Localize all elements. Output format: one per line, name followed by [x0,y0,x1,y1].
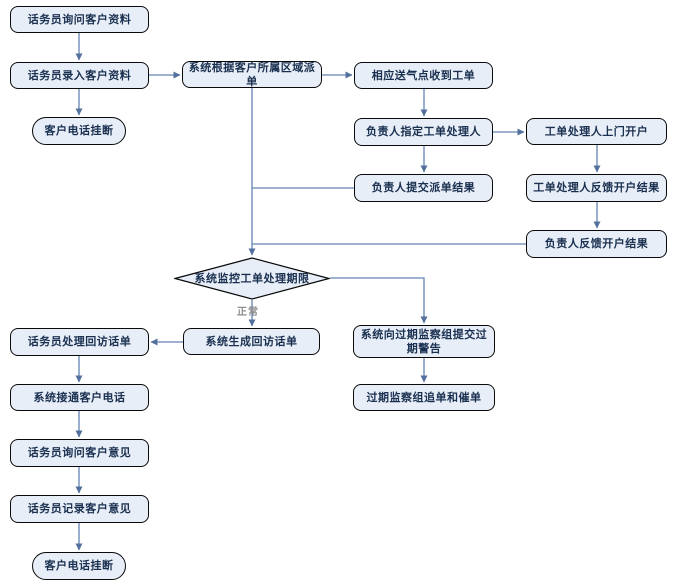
flow-node-ask-customer-opinion: 话务员询问客户意见 [10,439,149,467]
flow-node-handle-callback-sheet: 话务员处理回访话单 [10,328,149,356]
flow-node-connect-customer-call: 系统接通客户电话 [10,384,149,411]
flow-node-manager-feedback-result: 负责人反馈开户结果 [526,230,667,258]
flow-node-label: 负责人提交派单结果 [371,181,476,195]
flow-node-onsite-open-account: 工单处理人上门开户 [526,118,667,145]
flow-node-label: 话务员记录客户意见 [27,502,132,516]
flow-node-assign-order-handler: 负责人指定工单处理人 [354,118,493,146]
flow-node-label: 系统接通客户电话 [33,390,126,404]
flow-node-label: 系统向过期监察组提交过期警告 [360,327,488,355]
flow-node-label: 负责人指定工单处理人 [366,125,481,139]
flow-node-label: 过期监察组追单和催单 [366,390,482,404]
flow-node-label: 话务员询问客户资料 [27,12,132,26]
flow-node-overdue-warning: 系统向过期监察组提交过期警告 [353,325,495,358]
flow-node-gas-point-receive-order: 相应送气点收到工单 [354,62,493,89]
flow-node-hangup-call-bottom: 客户电话挂断 [32,552,126,580]
flow-node-label: 话务员录入客户资料 [27,68,132,82]
flow-node-generate-callback-sheet: 系统生成回访话单 [183,328,320,355]
flow-node-submit-dispatch-result: 负责人提交派单结果 [354,174,493,202]
flow-node-label: 工单处理人上门开户 [544,124,649,138]
flow-node-label: 负责人反馈开户结果 [544,237,649,251]
flow-node-label: 相应送气点收到工单 [371,68,476,82]
edge-label-normal: 正常 [237,307,259,318]
flow-node-label: 工单处理人反馈开户结果 [533,181,660,195]
flow-node-label: 系统生成回访话单 [205,334,298,348]
flow-node-overdue-chase-urge: 过期监察组追单和催单 [353,384,495,411]
flow-node-handler-feedback-result: 工单处理人反馈开户结果 [526,174,667,202]
flow-node-dispatch-by-region: 系统根据客户所属区域派单 [182,61,322,88]
flow-node-record-customer-opinion: 话务员记录客户意见 [10,495,149,523]
flow-edge-monitor-to-warning [330,277,428,324]
flow-node-hangup-call-top: 客户电话挂断 [32,117,126,145]
flow-node-label: 系统根据客户所属区域派单 [188,60,316,88]
flow-node-label: 系统监控工单处理期限 [194,271,310,285]
flow-node-ask-customer-info: 话务员询问客户资料 [10,6,149,33]
flow-node-label: 客户电话挂断 [44,559,114,573]
flow-node-monitor-order-deadline: 系统监控工单处理期限 [174,257,330,300]
flow-node-label: 话务员处理回访话单 [27,335,132,349]
flow-node-enter-customer-info: 话务员录入客户资料 [10,62,149,89]
flow-node-label: 客户电话挂断 [44,124,114,138]
flow-node-label: 话务员询问客户意见 [27,446,132,460]
diamond-shape [174,257,330,300]
